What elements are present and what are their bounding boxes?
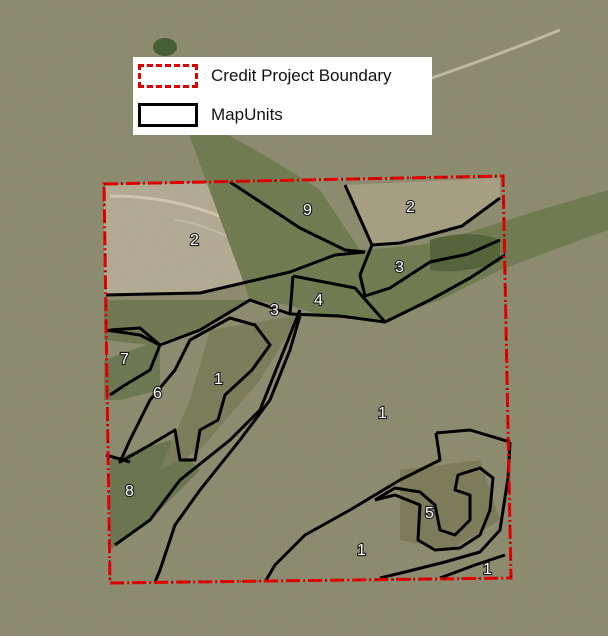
unit-line-1-west (118, 316, 272, 464)
unit-label-4: 4 (314, 292, 323, 309)
legend-item-mapunits: MapUnits (133, 96, 432, 135)
credit-project-boundary (102, 174, 513, 585)
map-unit-lines (105, 180, 512, 583)
map-legend: Credit Project Boundary MapUnits (133, 57, 432, 135)
unit-label-5: 5 (425, 505, 434, 522)
unit-line-9-east (343, 184, 501, 247)
unit-label-1-se: 1 (483, 561, 492, 578)
unit-line-4 (292, 274, 387, 323)
unit-line-3-north (358, 238, 501, 298)
unit-label-1-west: 1 (214, 371, 223, 388)
unit-line-1-se (439, 553, 506, 580)
legend-item-boundary: Credit Project Boundary (133, 57, 432, 96)
unit-label-6: 6 (153, 385, 162, 402)
unit-line-8 (114, 309, 302, 547)
map-unit-labels: 9 2 2 3 4 3 7 6 1 1 8 5 1 1 (119, 198, 493, 579)
unit-line-7 (109, 326, 162, 397)
unit-line-2-south (105, 250, 366, 297)
unit-line-1-east (435, 428, 511, 444)
mapunits-swatch (138, 103, 198, 127)
unit-line-5-outer (263, 432, 442, 583)
unit-line-6-east (153, 315, 302, 583)
unit-label-1-center: 1 (378, 405, 387, 422)
unit-label-1-south: 1 (357, 542, 366, 559)
unit-line-5-inner (374, 466, 495, 552)
unit-label-8: 8 (125, 483, 134, 500)
unit-label-9: 9 (303, 202, 312, 219)
unit-line-9-west (229, 180, 366, 254)
legend-mapunits-label: MapUnits (211, 105, 283, 124)
unit-label-3-west: 3 (270, 302, 279, 319)
unit-label-2-nw: 2 (190, 232, 199, 249)
unit-label-3-east: 3 (395, 259, 404, 276)
unit-line-3-west (105, 298, 291, 347)
unit-label-7: 7 (120, 351, 129, 368)
legend-boundary-label: Credit Project Boundary (211, 66, 392, 85)
unit-label-2-ne: 2 (406, 199, 415, 216)
boundary-swatch (138, 64, 198, 88)
unit-line-5-east (379, 441, 512, 580)
